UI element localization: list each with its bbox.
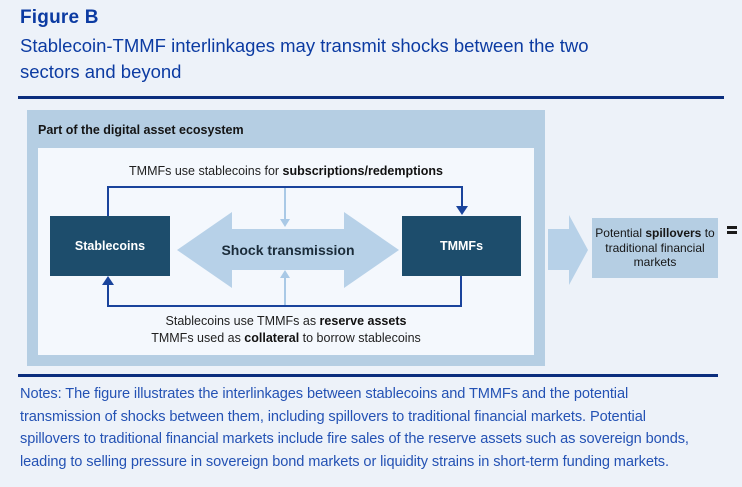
spillover-arrow: [548, 215, 588, 285]
equals-icon: [727, 226, 737, 236]
ecosystem-label: Part of the digital asset ecosystem: [38, 123, 244, 137]
thin-arrow-top-line: [284, 188, 286, 219]
arrowhead-up-icon: [102, 276, 114, 285]
thin-arrowhead-up-icon: [280, 270, 290, 278]
bottom-flow-line-left: [107, 284, 109, 305]
stablecoins-node: Stablecoins: [50, 216, 170, 276]
figure-notes: Notes: The figure illustrates the interl…: [20, 383, 726, 473]
figure-title-line-2: sectors and beyond: [20, 61, 182, 82]
bottom-flow-captions: Stablecoins use TMMFs as reserve assets …: [38, 313, 534, 347]
notes-line-3: spillovers to traditional financial mark…: [20, 431, 689, 447]
notes-line-2: transmission of shocks between them, inc…: [20, 408, 646, 425]
top-divider: [18, 96, 724, 99]
bottom-flow-line-horizontal: [107, 305, 462, 307]
notes-line-4: leading to selling pressure in sovereign…: [20, 453, 669, 470]
top-flow-line-right: [461, 186, 463, 207]
bottom-caption-collateral: TMMFs used as collateral to borrow stabl…: [151, 331, 421, 345]
figure-label: Figure B: [20, 7, 99, 28]
notes-line-1: Notes: The figure illustrates the interl…: [20, 386, 629, 402]
arrowhead-down-icon: [456, 206, 468, 215]
spillover-box: Potential spillovers to traditional fina…: [592, 218, 718, 278]
bottom-caption-reserve-assets: Stablecoins use TMMFs as reserve assets: [165, 314, 407, 328]
bottom-flow-line-right: [460, 276, 462, 307]
top-flow-caption: TMMFs use stablecoins for subscriptions/…: [38, 164, 534, 178]
thin-arrow-bottom-line: [284, 277, 286, 305]
figure-title-line-1: Stablecoin-TMMF interlinkages may transm…: [20, 35, 589, 56]
top-flow-caption-text: TMMFs use stablecoins for: [129, 164, 283, 178]
shock-transmission-arrow: [177, 212, 399, 288]
top-flow-line-horizontal: [107, 186, 463, 188]
top-flow-caption-bold: subscriptions/redemptions: [282, 164, 443, 178]
top-flow-line-left: [107, 186, 109, 216]
spillover-box-text: Potential spillovers to traditional fina…: [595, 226, 715, 270]
thin-arrowhead-down-icon: [280, 219, 290, 227]
bottom-divider: [18, 374, 718, 377]
figure-title: Stablecoin-TMMF interlinkages may transm…: [20, 33, 589, 85]
shock-transmission-label: Shock transmission: [221, 242, 355, 258]
tmmfs-node: TMMFs: [402, 216, 521, 276]
